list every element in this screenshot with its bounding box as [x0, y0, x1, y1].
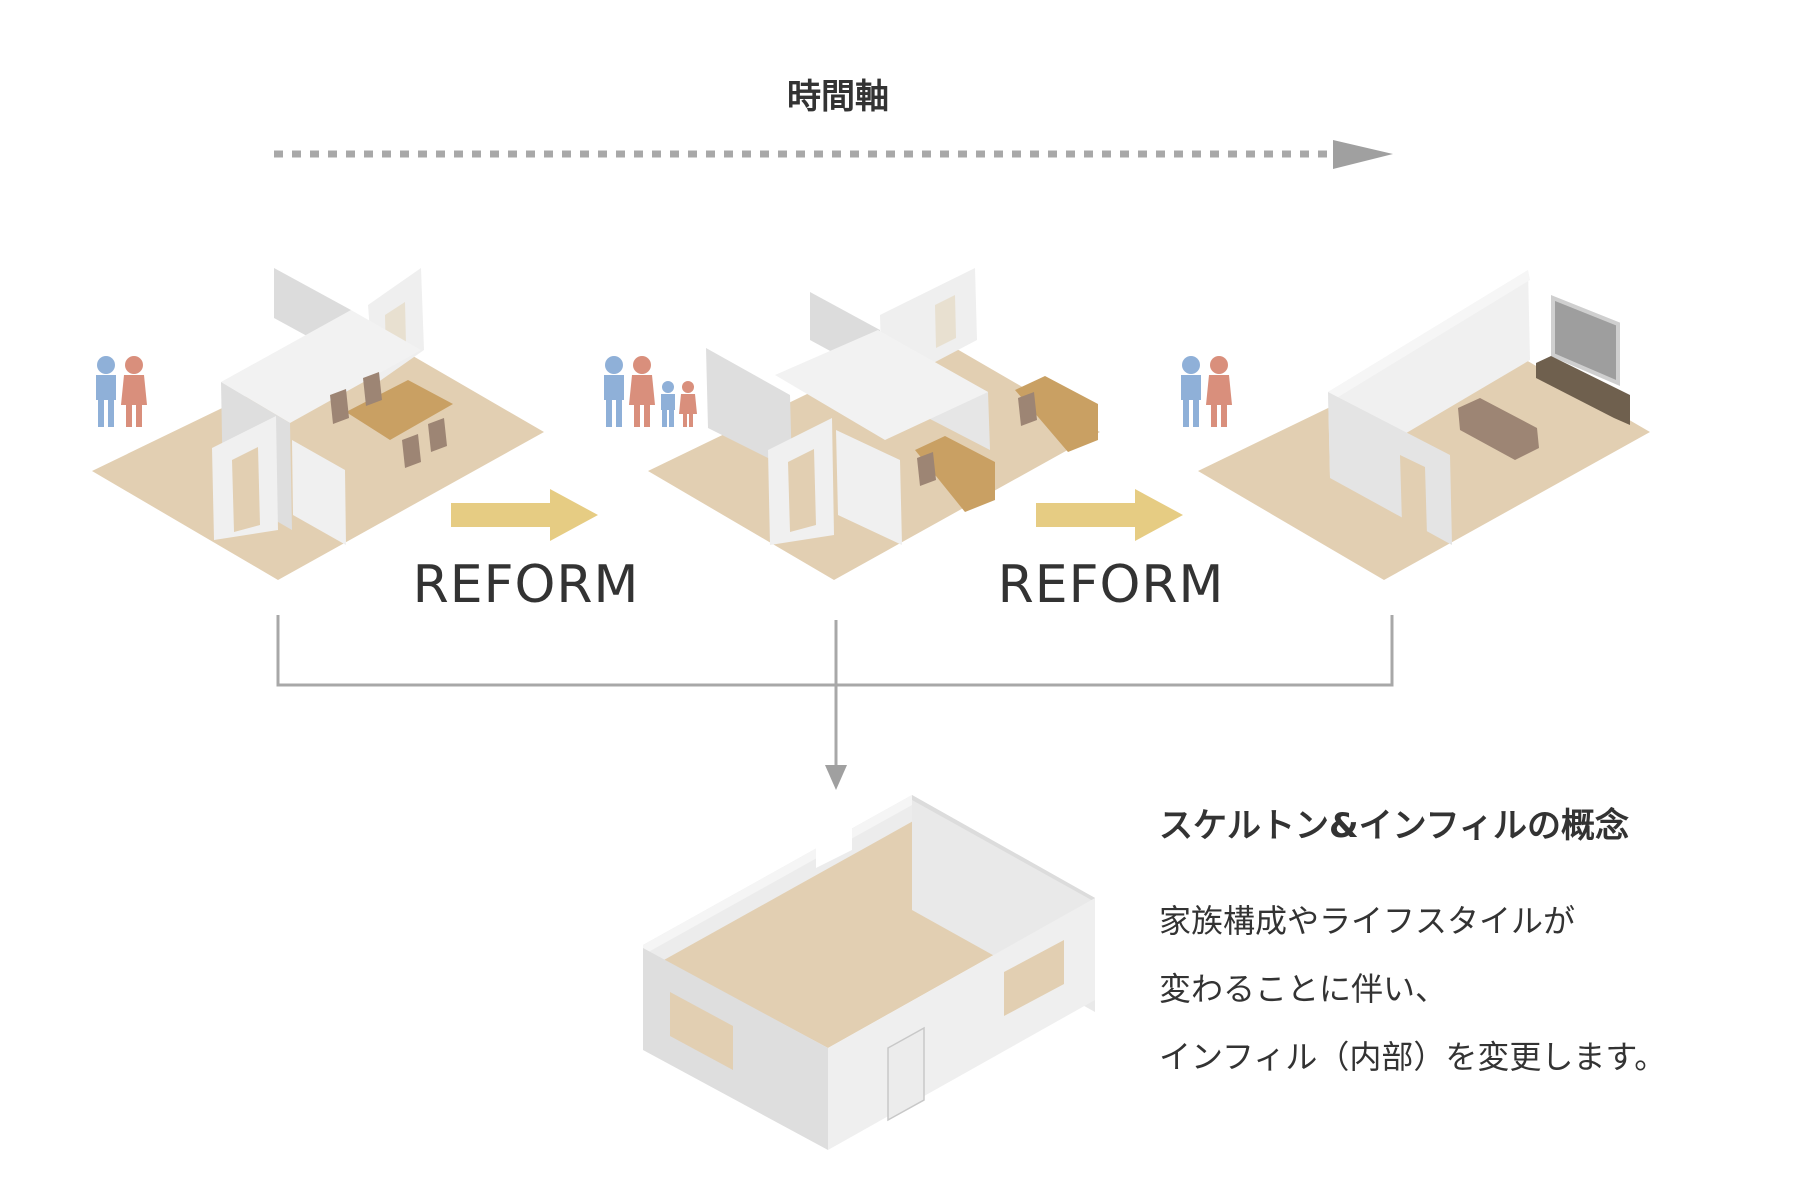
family-of-four	[604, 356, 697, 427]
person-red-icon	[629, 356, 655, 427]
person-red-icon	[121, 356, 147, 427]
time-axis: 時間軸	[274, 77, 1393, 169]
skeleton-door	[887, 1026, 925, 1122]
room-stage-2	[604, 268, 1100, 580]
partition-wall-front	[706, 348, 792, 470]
dining-chair	[363, 372, 382, 406]
skeleton-side-window	[670, 992, 733, 1070]
reform-arrow-icon	[451, 489, 598, 541]
family-couple	[96, 356, 147, 427]
concept-desc-line-3: インフィル（内部）を変更します。	[1159, 1038, 1666, 1076]
skeleton-front-window	[1004, 940, 1064, 1016]
tv-stand	[1536, 356, 1630, 425]
bracket-connector	[276, 615, 1394, 765]
bracket-down-arrow-icon	[825, 765, 847, 790]
reform-label: REFORM	[998, 555, 1225, 615]
concept-description: スケルトン&インフィルの概念 家族構成やライフスタイルが 変わることに伴い、 イ…	[1159, 806, 1666, 1076]
skeleton-left-wall	[643, 948, 828, 1150]
wall-top	[221, 310, 421, 423]
tv-frame	[1551, 295, 1620, 387]
dining-chair	[428, 418, 447, 452]
concept-desc-line-1: 家族構成やライフスタイルが	[1159, 902, 1575, 940]
skeleton-wall-top-right	[912, 795, 1095, 902]
child-red-icon	[679, 381, 697, 427]
doorway-opening	[1400, 455, 1427, 535]
room-stage-3	[1181, 270, 1650, 580]
reform-label: REFORM	[413, 555, 640, 615]
desk-chair	[917, 452, 936, 486]
reform-arrow-icon	[1036, 489, 1183, 541]
skeleton-structure	[643, 795, 1095, 1150]
desk	[1015, 376, 1098, 452]
reform-step-1: REFORM	[413, 489, 640, 615]
wall-front	[836, 430, 902, 545]
person-red-icon	[1206, 356, 1232, 427]
dining-chair	[402, 434, 421, 468]
doorway-opening	[232, 447, 260, 532]
wall-front	[292, 440, 346, 545]
dining-table	[346, 380, 453, 440]
skeleton-window	[816, 804, 852, 868]
window-opening	[935, 295, 956, 348]
dining-chair	[330, 389, 349, 424]
desk-chair	[1018, 392, 1037, 426]
doorway-opening	[788, 449, 816, 532]
reform-step-2: REFORM	[998, 489, 1225, 615]
person-blue-icon	[96, 356, 116, 427]
time-axis-label: 時間軸	[787, 77, 889, 117]
child-blue-icon	[661, 381, 675, 427]
concept-title: スケルトン&インフィルの概念	[1159, 806, 1629, 846]
sofa	[1458, 398, 1539, 460]
person-blue-icon	[1181, 356, 1201, 427]
time-axis-arrowhead-icon	[1333, 140, 1393, 169]
family-couple	[1181, 356, 1232, 427]
room-stage-1	[92, 268, 544, 580]
desk	[915, 436, 995, 512]
concept-desc-line-2: 変わることに伴い、	[1159, 970, 1447, 1008]
wall-top	[1328, 270, 1530, 402]
wall-top	[775, 330, 988, 440]
person-blue-icon	[604, 356, 624, 427]
